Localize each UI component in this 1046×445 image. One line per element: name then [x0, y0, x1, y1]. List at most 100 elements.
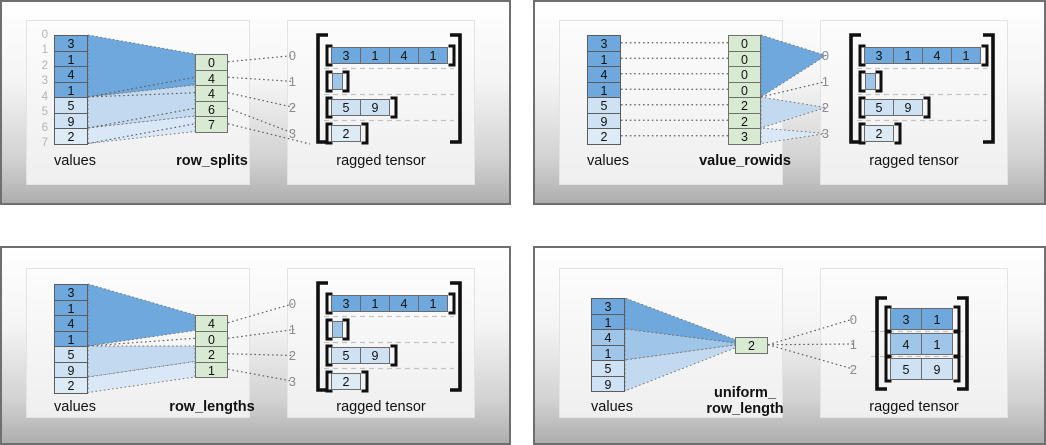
value-cell: 4 [54, 315, 88, 332]
param-cell: 0 [728, 50, 761, 67]
tensor-empty-cell [865, 73, 876, 90]
boundary-index: 3 [41, 75, 48, 87]
values-label: values [591, 399, 633, 415]
param-cell: 2 [728, 97, 761, 114]
bracket [316, 281, 328, 392]
param-cell: 1 [195, 361, 228, 378]
tensor-cell: 3 [890, 308, 922, 330]
value-cell: 5 [587, 97, 621, 114]
tensor-cell: 4 [922, 47, 952, 64]
param-cell: 2 [735, 337, 768, 354]
tensor-row: 2 [331, 125, 361, 142]
tensor-cell: 1 [418, 295, 448, 312]
value-cell: 3 [54, 284, 88, 301]
tensor-cell: 5 [331, 347, 361, 364]
tensor-row-index: 2 [288, 348, 296, 363]
tensor-label: ragged tensor [336, 153, 426, 169]
funnel-shape [624, 297, 736, 344]
param-cell: 4 [195, 69, 228, 86]
value-cell: 1 [54, 299, 88, 316]
connector-layer [87, 33, 462, 145]
value-cell: 3 [591, 298, 625, 315]
boundary-index: 7 [41, 137, 48, 149]
bracket [923, 96, 931, 119]
bracket [875, 70, 883, 93]
bracket [390, 96, 398, 119]
tensor-row: 2 [864, 125, 894, 142]
value-cell: 1 [54, 50, 88, 67]
value-cell: 5 [591, 360, 625, 377]
tensor-row-index: 2 [821, 100, 829, 115]
bracket [858, 44, 866, 67]
tensor-label: ragged tensor [336, 399, 426, 415]
param-cell: 4 [195, 315, 228, 332]
value-cell: 2 [54, 377, 88, 394]
value-cell: 1 [54, 81, 88, 98]
tensor-empty-cell [332, 73, 343, 90]
value-cell: 1 [587, 81, 621, 98]
dotted-line [227, 302, 295, 324]
bracket [325, 44, 333, 67]
tensor-cell: 5 [890, 358, 922, 380]
param-cell: 7 [195, 116, 228, 133]
bracket [390, 344, 398, 367]
tensor-row-index: 2 [849, 361, 857, 377]
bracket [953, 305, 961, 333]
param-label: value_rowids [699, 153, 791, 169]
dotted-line [87, 92, 196, 98]
param-cell: 0 [195, 330, 228, 347]
tensor-cell: 5 [331, 99, 361, 116]
dotted-line [767, 344, 854, 370]
dotted-line [767, 318, 854, 346]
boundary-index: 2 [41, 59, 48, 72]
tensor-cell: 9 [893, 99, 923, 116]
tensor-cell: 3 [331, 47, 361, 64]
bracket [953, 355, 961, 383]
value-cell: 4 [54, 66, 88, 83]
param-cell: 4 [195, 85, 228, 102]
tensor-cell: 1 [360, 295, 390, 312]
values-label: values [587, 153, 629, 169]
bracket [981, 44, 989, 67]
tensor-row-index: 0 [849, 311, 857, 327]
bracket [325, 122, 333, 145]
value-cell: 2 [54, 128, 88, 145]
tensor-cell: 1 [893, 47, 923, 64]
value-cell: 5 [54, 97, 88, 114]
value-cell: 9 [587, 112, 621, 129]
param-label: uniform_ [713, 385, 777, 401]
tensor-row-index: 0 [821, 48, 829, 63]
tensor-cell: 1 [921, 308, 953, 330]
connector-layer [621, 33, 995, 145]
bracket [448, 44, 456, 67]
bracket [342, 318, 350, 341]
tensor-row-index: 1 [821, 74, 829, 89]
boundary-index: 6 [41, 121, 48, 134]
tensor-cell: 2 [864, 125, 894, 142]
bracket [858, 70, 866, 93]
param-cell: 0 [728, 66, 761, 83]
bracket [361, 370, 369, 393]
value-cell: 4 [587, 66, 621, 83]
bracket [325, 318, 333, 341]
tensor-row-index: 1 [288, 322, 296, 337]
param-cell: 2 [195, 346, 228, 363]
tensor-row-index: 0 [288, 48, 296, 63]
connector-layer [624, 296, 969, 392]
boundary-index: 5 [41, 106, 48, 118]
tensor-cell: 4 [389, 295, 419, 312]
tensor-cell: 1 [921, 333, 953, 355]
dotted-line [87, 107, 196, 129]
tensor-label: ragged tensor [869, 399, 959, 415]
value-cell: 9 [54, 361, 88, 378]
tensor-cell: 2 [331, 125, 361, 142]
param-cell: 2 [728, 112, 761, 129]
